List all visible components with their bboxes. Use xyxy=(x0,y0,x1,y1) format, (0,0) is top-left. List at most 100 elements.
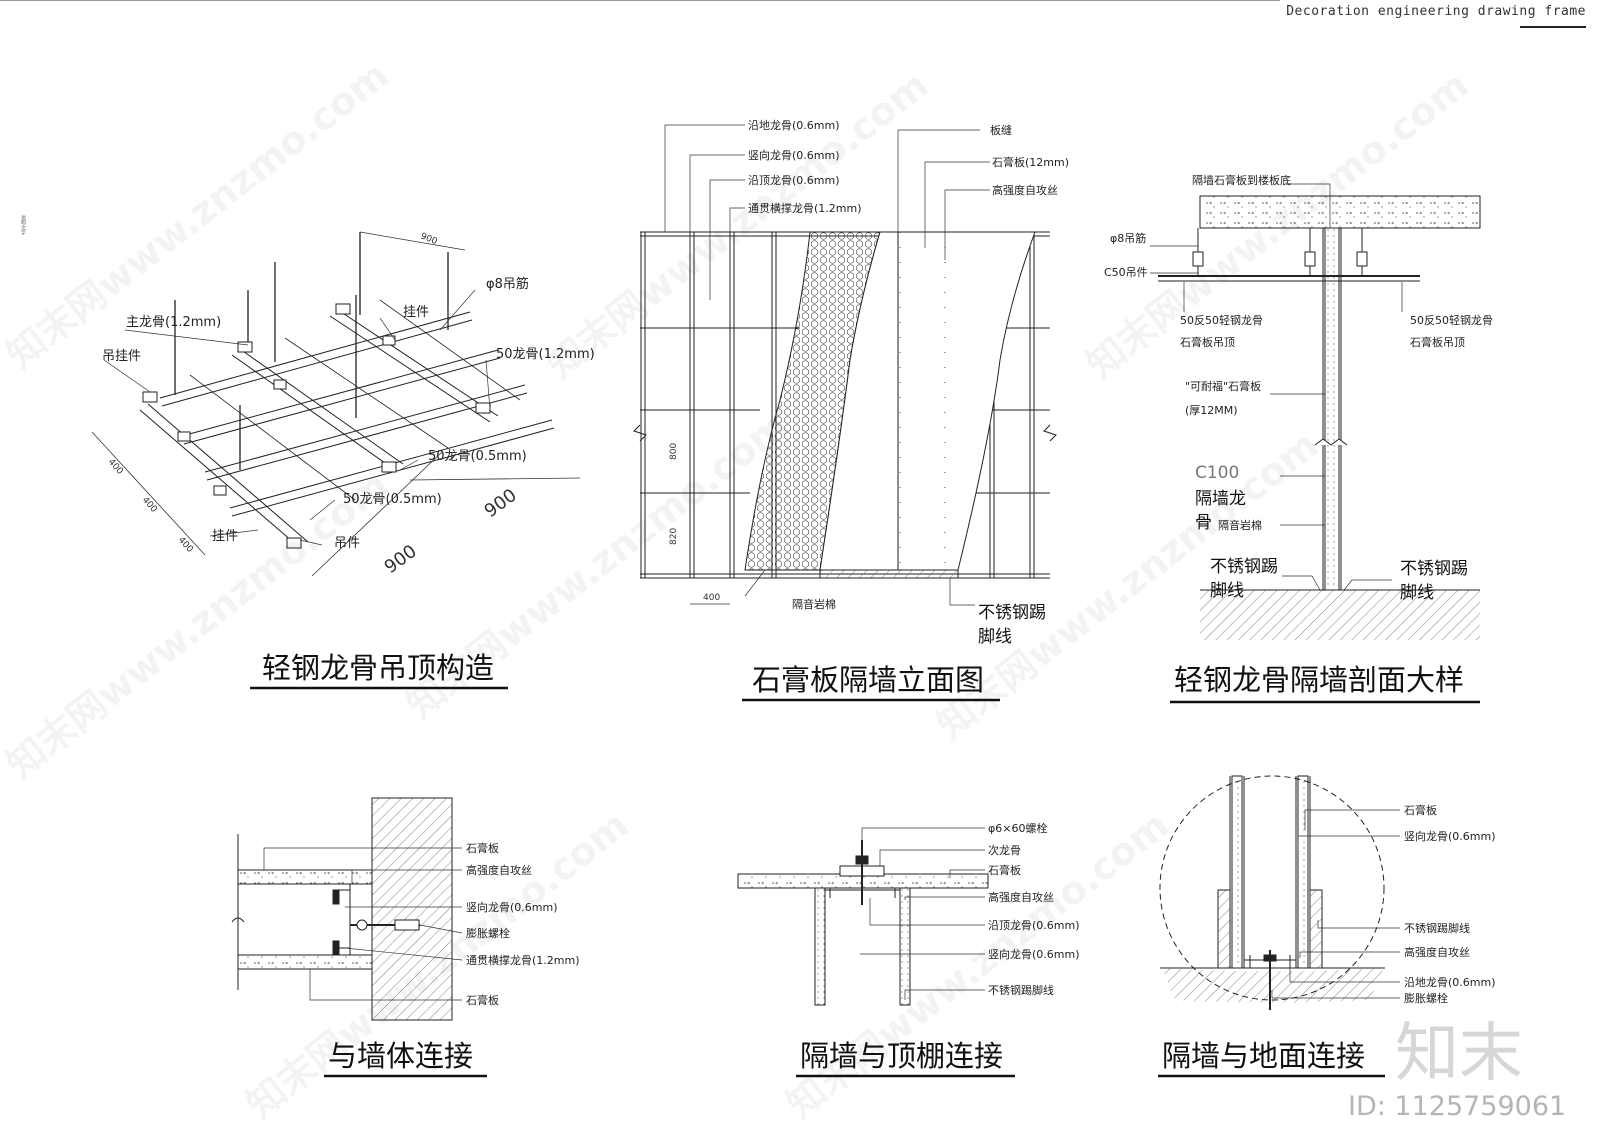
label-fc-skirting: 不锈钢踢脚线 xyxy=(1404,921,1470,935)
floor-conn-leaders xyxy=(1271,809,1400,999)
label-skirting-right: 不锈钢踢 xyxy=(1400,559,1468,579)
wall-conn-title: 与墙体连接 xyxy=(328,1039,473,1073)
label-keel50-12: 50龙骨(1.2mm) xyxy=(496,347,595,362)
wall-conn-leaders xyxy=(263,847,463,1001)
label-fc-bolt: 膨胀螺栓 xyxy=(1404,991,1448,1005)
ceiling-conn-labels: φ6×60螺栓 次龙骨 石膏板 高强度自攻丝 沿顶龙骨(0.6mm) 竖向龙骨(… xyxy=(988,821,1080,997)
dim-900-right: 900 xyxy=(481,485,521,522)
label-seam: 板缝 xyxy=(990,123,1012,137)
label-cc-screw: 高强度自攻丝 xyxy=(988,890,1054,904)
label-wall-stud: 竖向龙骨(0.6mm) xyxy=(466,900,558,914)
section-panel xyxy=(1150,183,1481,640)
label-hanger-bottom: 吊件 xyxy=(334,536,360,551)
section-leaders xyxy=(1150,183,1403,591)
label-board-thick: (厚12MM) xyxy=(1185,404,1238,417)
label-light-keel-left: 50反50轻钢龙骨 xyxy=(1180,313,1263,327)
hanging-rods xyxy=(174,232,449,470)
section-title: 轻钢龙骨隔墙剖面大样 xyxy=(1174,663,1464,697)
wall-conn-labels: 石膏板 高强度自攻丝 竖向龙骨(0.6mm) 膨胀螺栓 通贯横撑龙骨(1.2mm… xyxy=(466,841,580,1007)
label-vertical-stud: 竖向龙骨(0.6mm) xyxy=(748,148,840,162)
floor-conn-panel xyxy=(1159,775,1400,1010)
label-through-brace: 通贯横撑龙骨(1.2mm) xyxy=(748,201,862,215)
label-c100: C100 xyxy=(1195,463,1239,483)
label-light-keel-right: 50反50轻钢龙骨 xyxy=(1410,313,1493,327)
label-top-track: 沿顶龙骨(0.6mm) xyxy=(748,174,840,187)
label-main-keel: 主龙骨(1.2mm) xyxy=(126,315,221,330)
label-skirting-left: 不锈钢踢 xyxy=(1210,557,1278,577)
elevation-leaders xyxy=(664,124,990,606)
floor-conn-labels: 石膏板 竖向龙骨(0.6mm) 不锈钢踢脚线 高强度自攻丝 沿地龙骨(0.6mm… xyxy=(1404,803,1496,1005)
ceiling-conn-leaders xyxy=(860,827,985,1000)
section-labels: 隔墙石膏板到楼板底 φ8吊筋 C50吊件 50反50轻钢龙骨 石膏板吊顶 50反… xyxy=(1104,173,1493,603)
ceiling-dims xyxy=(91,231,581,577)
wall-conn-panel xyxy=(231,797,463,1021)
hanger-blocks xyxy=(142,303,491,549)
dim-900-bottom: 900 xyxy=(381,541,421,578)
ceiling-leaders xyxy=(103,289,491,546)
label-fc-screw: 高强度自攻丝 xyxy=(1404,945,1470,959)
label-floor-track: 沿地龙骨(0.6mm) xyxy=(748,119,840,132)
label-wall-screw: 高强度自攻丝 xyxy=(466,863,532,877)
side-note: 说明文字 xyxy=(20,215,26,235)
label-board-to-slab: 隔墙石膏板到楼板底 xyxy=(1192,173,1291,187)
label-keel50-05-b: 50龙骨(0.5mm) xyxy=(343,492,442,507)
dim-800: 800 xyxy=(669,443,679,460)
label-gypsum: 石膏板(12mm) xyxy=(992,155,1069,169)
ceiling-conn-panel xyxy=(737,827,989,1006)
frame-title: Decoration engineering drawing frame xyxy=(1286,4,1586,19)
label-cc-stud: 竖向龙骨(0.6mm) xyxy=(988,947,1080,961)
label-wall-gypsum-bottom: 石膏板 xyxy=(466,993,499,1007)
dim-400: 400 xyxy=(703,593,720,603)
label-wall-bolt: 膨胀螺栓 xyxy=(466,926,510,940)
floor-conn-title: 隔墙与地面连接 xyxy=(1162,1039,1365,1073)
label-section-rod: φ8吊筋 xyxy=(1110,231,1146,245)
ceiling-conn-title: 隔墙与顶棚连接 xyxy=(800,1039,1003,1073)
label-skirting-right-2: 脚线 xyxy=(1400,583,1434,603)
label-hook-bottom: 挂件 xyxy=(212,529,238,544)
label-cc-bolt: φ6×60螺栓 xyxy=(988,821,1047,835)
label-cc-sub-keel: 次龙骨 xyxy=(988,843,1021,857)
label-screw: 高强度自攻丝 xyxy=(992,183,1058,197)
dim-400-c: 400 xyxy=(176,535,195,555)
elevation-panel xyxy=(633,124,1057,606)
ceiling-labels: 主龙骨(1.2mm) 吊挂件 挂件 φ8吊筋 50龙骨(1.2mm) 50龙骨(… xyxy=(102,232,595,579)
label-rod: φ8吊筋 xyxy=(486,276,529,292)
dim-820: 820 xyxy=(669,528,679,545)
watermark-8: 知末网www.znzmo.com xyxy=(778,802,1176,1127)
label-ceiling-right: 石膏板吊顶 xyxy=(1410,335,1465,349)
label-skirting: 不锈钢踢 xyxy=(978,603,1046,623)
elevation-skirting xyxy=(819,569,959,579)
label-partition-keel-2: 骨 xyxy=(1195,513,1212,533)
label-cc-top-track: 沿顶龙骨(0.6mm) xyxy=(988,919,1080,932)
watermark-brand: 知末 xyxy=(1395,1017,1523,1091)
label-skirting-2: 脚线 xyxy=(978,627,1012,647)
label-cc-skirting: 不锈钢踢脚线 xyxy=(988,983,1054,997)
watermark-id: ID: 1125759061 xyxy=(1348,1091,1566,1122)
label-cc-gypsum: 石膏板 xyxy=(988,863,1021,877)
label-wall-gypsum-top: 石膏板 xyxy=(466,841,499,855)
watermark-4: 知末网www.znzmo.com xyxy=(0,462,397,787)
section-hangers xyxy=(1192,228,1368,276)
elevation-labels: 沿地龙骨(0.6mm) 竖向龙骨(0.6mm) 沿顶龙骨(0.6mm) 通贯横撑… xyxy=(669,119,1069,647)
elevation-braces xyxy=(640,327,1050,494)
label-ceiling-left: 石膏板吊顶 xyxy=(1180,335,1235,349)
secondary-keels xyxy=(189,299,521,501)
section-partition xyxy=(1324,227,1340,591)
dim-400-a: 400 xyxy=(106,457,125,477)
label-wall-brace: 通贯横撑龙骨(1.2mm) xyxy=(466,953,580,967)
label-hook-top: 挂件 xyxy=(403,305,429,320)
label-fc-gypsum: 石膏板 xyxy=(1404,803,1437,817)
watermark-6: 知末网www.znzmo.com xyxy=(928,422,1326,747)
label-fc-floor-track: 沿地龙骨(0.6mm) xyxy=(1404,976,1496,989)
label-section-wool: 隔音岩棉 xyxy=(1218,518,1262,532)
ceiling-title: 轻钢龙骨吊顶构造 xyxy=(262,651,494,685)
label-c50: C50吊件 xyxy=(1104,266,1148,279)
label-hanger-part: 吊挂件 xyxy=(102,349,141,364)
frame-title-underline xyxy=(1520,26,1586,28)
top-border xyxy=(0,0,1280,1)
label-board-name: "可耐福"石膏板 xyxy=(1185,379,1261,393)
ceiling-panel xyxy=(91,231,581,577)
label-wool: 隔音岩棉 xyxy=(792,597,836,611)
dim-400-b: 400 xyxy=(140,495,159,515)
